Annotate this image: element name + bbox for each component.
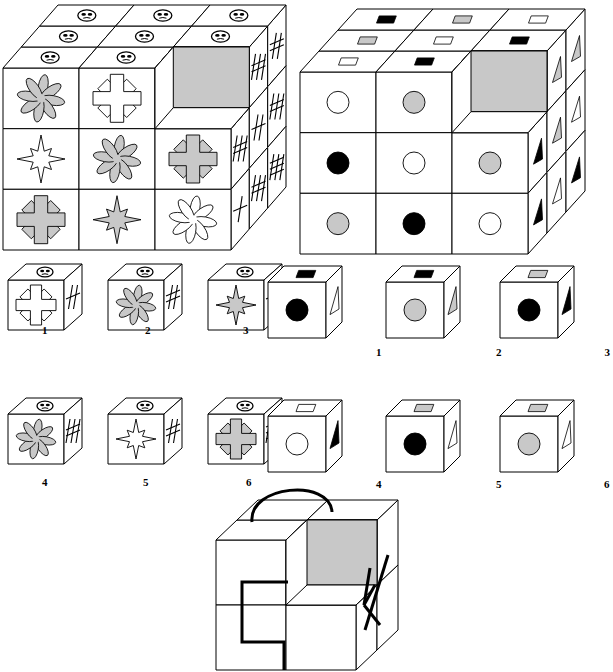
option-number: 2: [145, 324, 151, 336]
option-number: 4: [42, 476, 48, 488]
option-number: 2: [496, 346, 502, 358]
option-number: 1: [42, 324, 48, 336]
option-number: 4: [376, 478, 382, 490]
option-number: 3: [605, 346, 611, 358]
option-number: 6: [604, 478, 610, 490]
option-number: 6: [246, 476, 252, 488]
option-number: 5: [496, 478, 502, 490]
option-number: 1: [376, 346, 382, 358]
option-number: 3: [243, 324, 249, 336]
option-number: 5: [143, 476, 149, 488]
